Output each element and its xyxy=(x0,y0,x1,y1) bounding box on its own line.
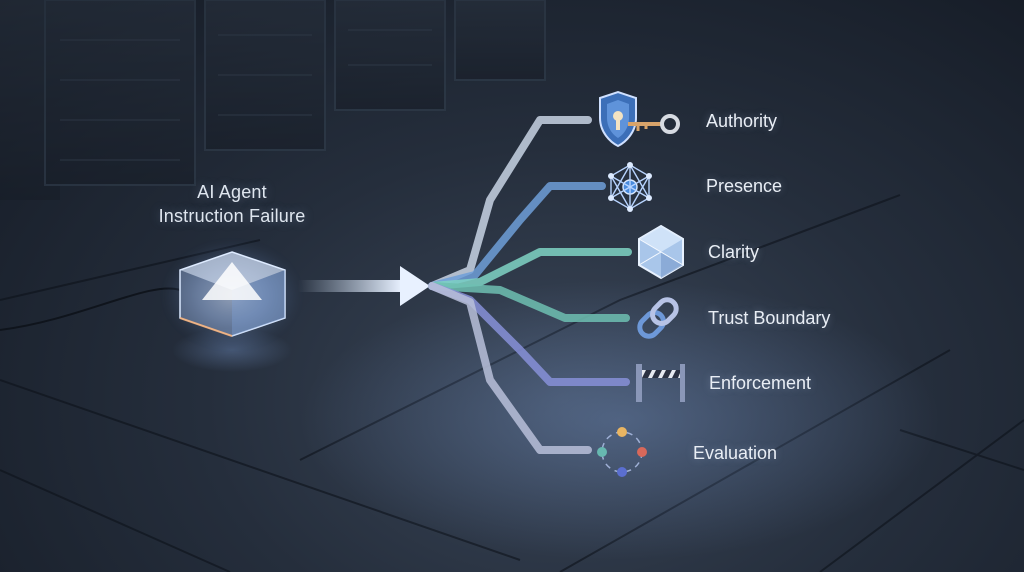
crystal-icon xyxy=(638,224,684,280)
branch-line-evaluation xyxy=(428,282,592,454)
glass-cube-icon xyxy=(162,240,302,350)
source-title-line2: Instruction Failure xyxy=(158,206,306,226)
branch-line-authority xyxy=(428,116,592,290)
branch-label-authority: Authority xyxy=(706,111,778,131)
branch-lines xyxy=(428,116,632,454)
branch-label-presence: Presence xyxy=(706,176,783,196)
branch-label-trust-boundary: Trust Boundary xyxy=(708,308,831,328)
barrier-gate-icon xyxy=(636,364,685,402)
chain-link-icon xyxy=(637,297,679,339)
server-rack-background xyxy=(0,0,546,200)
branch-label-enforcement: Enforcement xyxy=(709,373,812,393)
floor-glow xyxy=(300,280,940,560)
cycle-icon xyxy=(597,427,647,477)
flow-arrow xyxy=(298,266,430,306)
source-title-line1: AI Agent xyxy=(197,182,267,202)
shield-key-icon xyxy=(599,90,680,148)
branch-label-evaluation: Evaluation xyxy=(693,443,778,463)
branch-line-presence xyxy=(428,182,606,290)
branch-label-clarity: Clarity xyxy=(708,242,760,262)
source-title: AI Agent Instruction Failure xyxy=(132,180,332,228)
branch-line-trust-boundary xyxy=(428,282,630,322)
network-node-icon xyxy=(608,162,652,212)
